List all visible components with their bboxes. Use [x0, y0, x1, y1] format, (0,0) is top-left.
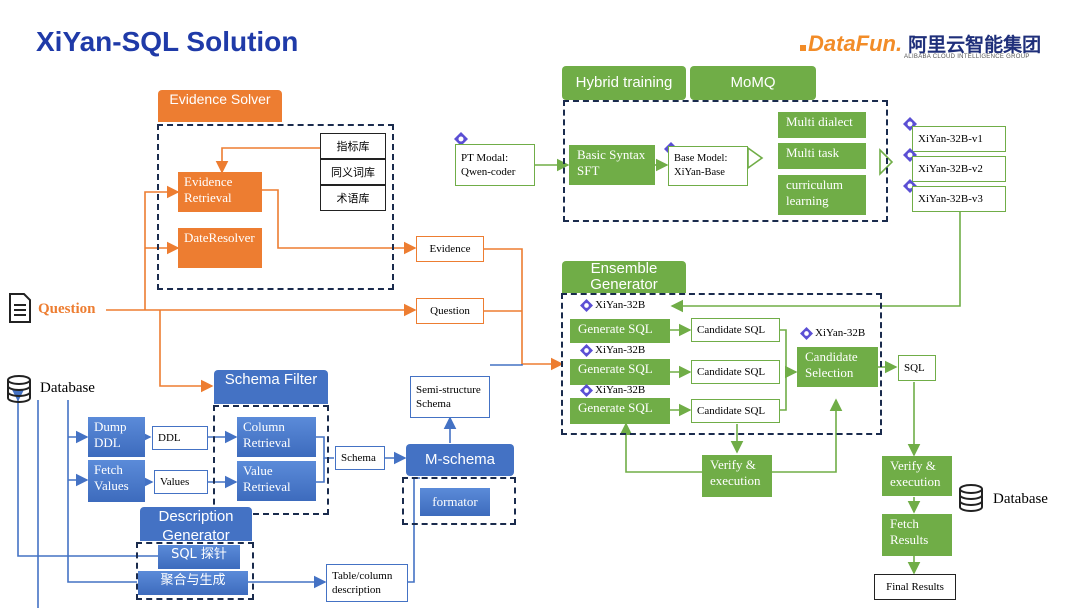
date-resolver-box: DateResolver — [178, 228, 262, 268]
ensemble-model-text: XiYan-32B — [595, 299, 646, 312]
question-label: Question — [38, 301, 96, 317]
term-library-box: 术语库 — [320, 185, 386, 211]
candidate-sql-box: Candidate SQL — [691, 399, 780, 423]
synonym-library-box: 同义词库 — [320, 159, 386, 185]
curriculum-learning-box: curriculum learning — [778, 175, 866, 215]
column-retrieval-box: Column Retrieval — [237, 417, 316, 457]
schema-filter-frame — [213, 405, 329, 515]
ensemble-model-text: XiYan-32B — [595, 344, 646, 357]
alibaba-logo: 阿里云智能集团 — [908, 35, 1042, 56]
document-icon — [8, 293, 32, 328]
generate-sql-box: Generate SQL — [570, 359, 670, 385]
candidate-sql-box: Candidate SQL — [691, 318, 780, 342]
basic-syntax-sft-box: Basic Syntax SFT — [569, 145, 655, 185]
logo-dot-icon — [800, 45, 806, 51]
model-icon — [580, 344, 593, 357]
database-right-label: Database — [993, 491, 1048, 507]
dump-ddl-box: Dump DDL — [88, 417, 145, 457]
ensemble-generator-header: Ensemble Generator — [562, 261, 686, 293]
evidence-solver-frame — [157, 124, 394, 290]
m-schema-frame — [402, 477, 516, 525]
fetch-results-box: Fetch Results — [882, 514, 952, 556]
schema-filter-header: Schema Filter — [214, 370, 328, 404]
fetch-values-box: Fetch Values — [88, 460, 145, 502]
evidence-retrieval-box: Evidence Retrieval — [178, 172, 262, 212]
generate-sql-box: Generate SQL — [570, 398, 670, 424]
final-results-box: Final Results — [874, 574, 956, 600]
model-icon — [800, 327, 813, 340]
training-frame — [563, 100, 888, 222]
model-icon — [580, 384, 593, 397]
momq-header: MoMQ — [690, 66, 816, 100]
question-box: Question — [416, 298, 484, 324]
model-icon — [454, 132, 468, 151]
selection-model-label: XiYan-32B — [800, 327, 865, 340]
xiyan-32b-v2-box: XiYan-32B-v2 — [912, 156, 1006, 182]
pt-modal-box: PT Modal: Qwen-coder — [455, 144, 535, 186]
schema-box: Schema — [335, 446, 385, 470]
generate-sql-box: Generate SQL — [570, 319, 670, 343]
description-generator-header: Description Generator — [140, 507, 252, 544]
m-schema-header: M-schema — [406, 444, 514, 476]
database-icon — [958, 484, 984, 517]
selection-model-text: XiYan-32B — [815, 327, 866, 340]
values-box: Values — [154, 470, 208, 494]
description-generator-frame — [136, 542, 254, 600]
alibaba-logo-subtitle: ALIBABA CLOUD INTELLIGENCE GROUP — [904, 54, 1030, 60]
page-title: XiYan-SQL Solution — [36, 26, 299, 57]
metric-library-box: 指标库 — [320, 133, 386, 159]
candidate-selection-box: Candidate Selection — [797, 347, 878, 387]
table-column-description-box: Table/column description — [326, 564, 408, 602]
aggregate-generate-box: 聚合与生成 — [138, 571, 248, 595]
verify-execution-box: Verify & execution — [702, 455, 772, 497]
database-icon — [6, 375, 32, 408]
datafun-logo: DataFun. — [808, 31, 903, 56]
sql-output-box: SQL — [898, 355, 936, 381]
semi-structure-schema-box: Semi-structure Schema — [410, 376, 490, 418]
ensemble-model-label: XiYan-32B — [580, 299, 645, 312]
ensemble-frame — [561, 293, 882, 435]
logo: DataFun.阿里云智能集团 ALIBABA CLOUD INTELLIGEN… — [800, 30, 1042, 60]
multi-task-box: Multi task — [778, 143, 866, 169]
database-left-label: Database — [40, 380, 95, 396]
candidate-sql-box: Candidate SQL — [691, 360, 780, 384]
sql-probe-box: SQL 探针 — [158, 545, 240, 569]
hybrid-training-header: Hybrid training — [562, 66, 686, 100]
ensemble-model-label: XiYan-32B — [580, 344, 645, 357]
ddl-box: DDL — [152, 426, 208, 450]
xiyan-32b-v3-box: XiYan-32B-v3 — [912, 186, 1006, 212]
multi-dialect-box: Multi dialect — [778, 112, 866, 138]
model-icon — [580, 299, 593, 312]
xiyan-32b-v1-box: XiYan-32B-v1 — [912, 126, 1006, 152]
formator-box: formator — [420, 488, 490, 516]
verify-execution-right-box: Verify & execution — [882, 456, 952, 496]
ensemble-model-text: XiYan-32B — [595, 384, 646, 397]
evidence-solver-header: Evidence Solver — [158, 90, 282, 122]
value-retrieval-box: Value Retrieval — [237, 461, 316, 501]
base-model-box: Base Model: XiYan-Base — [668, 146, 748, 186]
evidence-box: Evidence — [416, 236, 484, 262]
ensemble-model-label: XiYan-32B — [580, 384, 645, 397]
